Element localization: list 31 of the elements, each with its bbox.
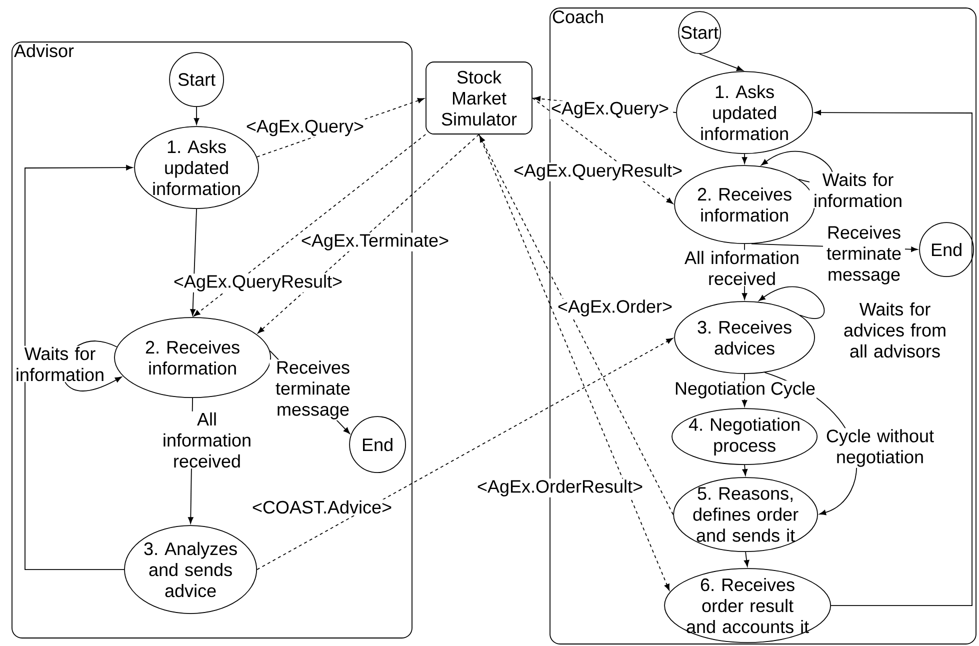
- edge-label: Negotiation Cycle: [673, 380, 817, 400]
- edge-label: <AgEx.Query>: [244, 118, 366, 138]
- edge-label: Receives terminate message: [270, 360, 356, 420]
- arrow: [478, 134, 670, 591]
- edge-label: Waits for advices from all advisors: [836, 301, 954, 359]
- arrow: [742, 464, 748, 476]
- arrow: [258, 134, 480, 334]
- arrow: [24, 164, 133, 570]
- edge-label: <AgEx.OrderResult>: [476, 478, 644, 498]
- edge-label: <AgEx.QueryResult>: [172, 274, 344, 292]
- edge-label: Cycle without negotiation: [823, 428, 937, 468]
- edge-label: <AgEx.Order>: [556, 298, 674, 318]
- simulator-box: Stock Market Simulator: [426, 62, 532, 134]
- arrow: [256, 338, 673, 570]
- arrow: [758, 286, 825, 319]
- edge-label: Waits for information: [14, 346, 106, 382]
- edge-label: All information received: [160, 411, 254, 469]
- arrow: [699, 54, 744, 71]
- arrow: [814, 110, 972, 606]
- edge-label: <AgEx.Terminate>: [300, 232, 450, 252]
- edge-label: <AgEx.Query>: [550, 100, 670, 120]
- edge-label: <COAST.Advice>: [250, 499, 394, 515]
- edge-label: Receives terminate message: [823, 224, 905, 286]
- arrow: [742, 154, 748, 164]
- edge-label: All information received: [678, 250, 806, 286]
- edge-label: <AgEx.QueryResult>: [512, 162, 684, 182]
- edge-label: Waits for information: [810, 172, 906, 208]
- arrow: [194, 134, 426, 316]
- arrow: [744, 552, 750, 567]
- arrow: [194, 106, 200, 125]
- arrow: [479, 136, 674, 515]
